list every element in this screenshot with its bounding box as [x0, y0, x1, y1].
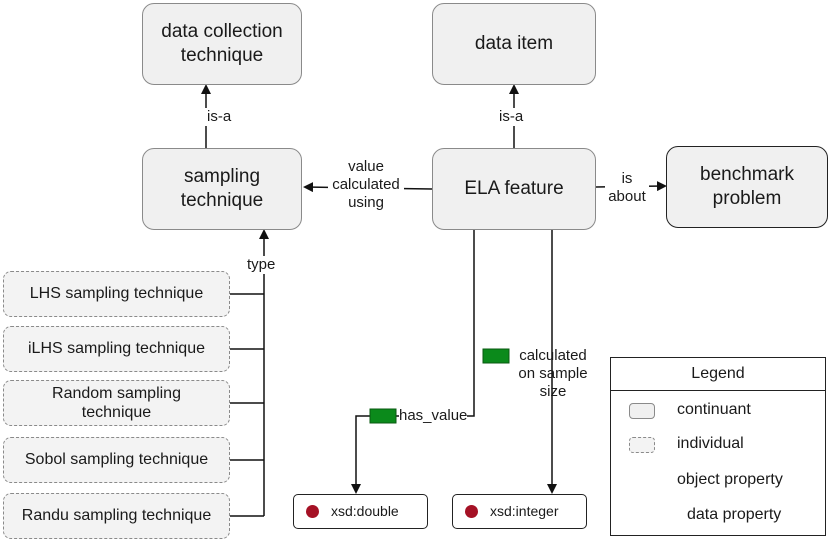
legend-individual-swatch: [629, 437, 655, 453]
individual-randu-label: Randu sampling technique: [21, 507, 212, 525]
legend-individual-label: individual: [677, 435, 744, 452]
individual-lhs-label: LHS sampling technique: [29, 285, 204, 303]
node-sampling-technique-label: sampling technique: [180, 166, 264, 211]
node-data-item-label: data item: [474, 33, 554, 55]
legend-continuant-swatch: [629, 403, 655, 419]
individual-randu: Randu sampling technique: [3, 493, 230, 539]
individual-random-label: Random sampling technique: [52, 384, 181, 421]
node-ela-feature-label: ELA feature: [464, 178, 564, 200]
literal-dot-icon: [465, 505, 478, 518]
literal-integer-label: xsd:integer: [490, 502, 559, 519]
data-property-marker-has-value: [369, 408, 397, 424]
edge-label-is-a-left: is-a: [205, 108, 234, 126]
legend-row-individual: individual: [611, 432, 825, 458]
node-data-collection-technique: data collection technique: [142, 3, 302, 85]
edge-label-is-a-right: is-a: [497, 108, 526, 126]
legend-row-continuant: continuant: [611, 398, 825, 424]
legend-data-property-label: data property: [687, 506, 782, 523]
edge-label-type: type: [246, 256, 277, 274]
node-benchmark-problem-label: benchmark problem: [700, 164, 794, 209]
individual-sobol: Sobol sampling technique: [3, 437, 230, 483]
edge-label-value-calculated-using: value calculated using: [328, 158, 404, 212]
individual-ilhs: iLHS sampling technique: [3, 326, 230, 372]
literal-double-label: xsd:double: [331, 502, 399, 519]
individual-ilhs-label: iLHS sampling technique: [28, 340, 205, 358]
legend-title: Legend: [611, 358, 825, 391]
data-property-marker-sample-size: [482, 348, 510, 364]
node-data-collection-technique-label: data collection technique: [161, 21, 283, 66]
literal-dot-icon: [306, 505, 319, 518]
node-data-item: data item: [432, 3, 596, 85]
legend-row-data-property: data property: [611, 503, 825, 529]
legend-continuant-label: continuant: [677, 401, 751, 418]
edge-label-calculated-on-sample-size: calculated on sample size: [518, 347, 588, 400]
node-ela-feature: ELA feature: [432, 148, 596, 230]
legend-object-property-label: object property: [677, 471, 783, 488]
individual-sobol-label: Sobol sampling technique: [24, 451, 209, 469]
edge-label-is-about: is about: [605, 170, 649, 206]
legend-box: Legend continuant individual object prop…: [610, 357, 826, 536]
individual-random: Random sampling technique: [3, 380, 230, 426]
node-benchmark-problem: benchmark problem: [666, 146, 828, 228]
legend-row-object-property: object property: [611, 468, 825, 494]
literal-integer: xsd:integer: [452, 494, 587, 529]
edge-has-value: [351, 230, 475, 494]
literal-double: xsd:double: [293, 494, 428, 529]
node-sampling-technique: sampling technique: [142, 148, 302, 230]
edge-label-has-value: has_value: [399, 407, 468, 425]
individual-lhs: LHS sampling technique: [3, 271, 230, 317]
